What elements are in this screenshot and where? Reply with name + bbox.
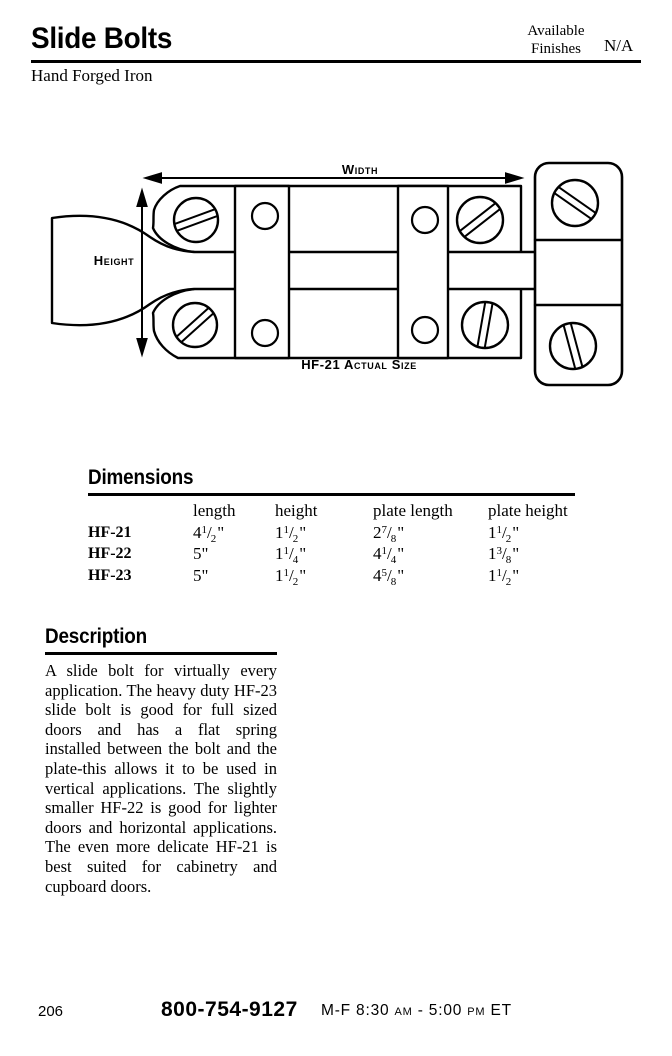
length-cell: 41/2" [193, 522, 225, 545]
dimensions-header-row: length height plate length plate height [88, 500, 575, 522]
description-section: Description A slide bolt for virtually e… [45, 625, 277, 896]
description-heading: Description [45, 625, 147, 648]
model-cell: HF-22 [88, 545, 132, 562]
plate-length-cell: 41/4" [373, 544, 405, 566]
length-cell: 5" [193, 565, 209, 585]
header-divider [31, 60, 641, 63]
dimension-row: HF-23 5" 11/2" 45/8" 11/2" [88, 565, 575, 588]
width-arrow [142, 172, 525, 184]
strap-hole [410, 205, 440, 235]
height-label: Height [93, 253, 135, 268]
available-finishes-label: Available Finishes [506, 23, 606, 58]
screw [460, 300, 510, 350]
business-hours: M-F 8:30 am - 5:00 pm ET [321, 1002, 512, 1019]
dimensions-heading: Dimensions [88, 466, 194, 489]
length-cell: 5" [193, 544, 209, 563]
page-title: Slide Bolts [31, 22, 173, 55]
plate-height-cell: 11/2" [488, 565, 520, 588]
plate-length-cell: 45/8" [373, 565, 405, 588]
slide-bolt-drawing [50, 161, 624, 387]
dimensions-rows: HF-21 41/2" 11/2" 27/8" 11/2" HF-22 5" 11/4" 41/… [88, 522, 575, 588]
height-cell: 11/2" [275, 565, 307, 588]
page-subtitle: Hand Forged Iron [31, 66, 153, 85]
dimension-row: HF-21 41/2" 11/2" 27/8" 11/2" [88, 522, 575, 545]
screw [548, 321, 598, 371]
column-header-plate-length: plate length [373, 501, 453, 520]
model-cell: HF-21 [88, 523, 132, 541]
phone-number: 800-754-9127 [161, 998, 298, 1021]
description-body: A slide bolt for virtually every applica… [45, 661, 277, 896]
strap-hole [250, 318, 280, 348]
slide-bolt-diagram: Width Height HF-21 Actual Size [0, 140, 672, 402]
diagram-caption: HF-21 Actual Size [301, 357, 417, 372]
plate-height-cell: 13/8" [488, 544, 520, 566]
screw [455, 195, 505, 245]
dimensions-section: Dimensions length height plate length pl… [88, 466, 575, 588]
column-header-length: length [193, 501, 236, 520]
height-cell: 11/4" [275, 544, 307, 566]
column-header-height: height [275, 501, 318, 520]
page-number: 206 [38, 1003, 64, 1020]
column-header-blank [88, 500, 193, 522]
screw [171, 301, 219, 349]
plate-height-cell: 11/2" [488, 522, 520, 545]
model-cell: HF-23 [88, 566, 132, 584]
description-heading-underline: Description [45, 625, 277, 655]
screw [172, 196, 220, 244]
dimensions-heading-underline: Dimensions [88, 466, 575, 496]
height-arrow [136, 187, 148, 358]
dimension-row: HF-22 5" 11/4" 41/4" 13/8" [88, 543, 575, 566]
available-finishes-line2: Finishes [530, 40, 581, 57]
finishes-value: N/A [604, 36, 634, 55]
plate-length-cell: 27/8" [373, 522, 405, 545]
strap-hole [250, 201, 280, 231]
width-label: Width [341, 162, 379, 177]
strap-hole [410, 315, 440, 345]
screw [550, 178, 600, 228]
available-finishes-line1: Available [527, 23, 585, 39]
height-cell: 11/2" [275, 522, 307, 545]
column-header-plate-height: plate height [488, 501, 568, 520]
dimensions-table: length height plate length plate height … [88, 500, 575, 588]
